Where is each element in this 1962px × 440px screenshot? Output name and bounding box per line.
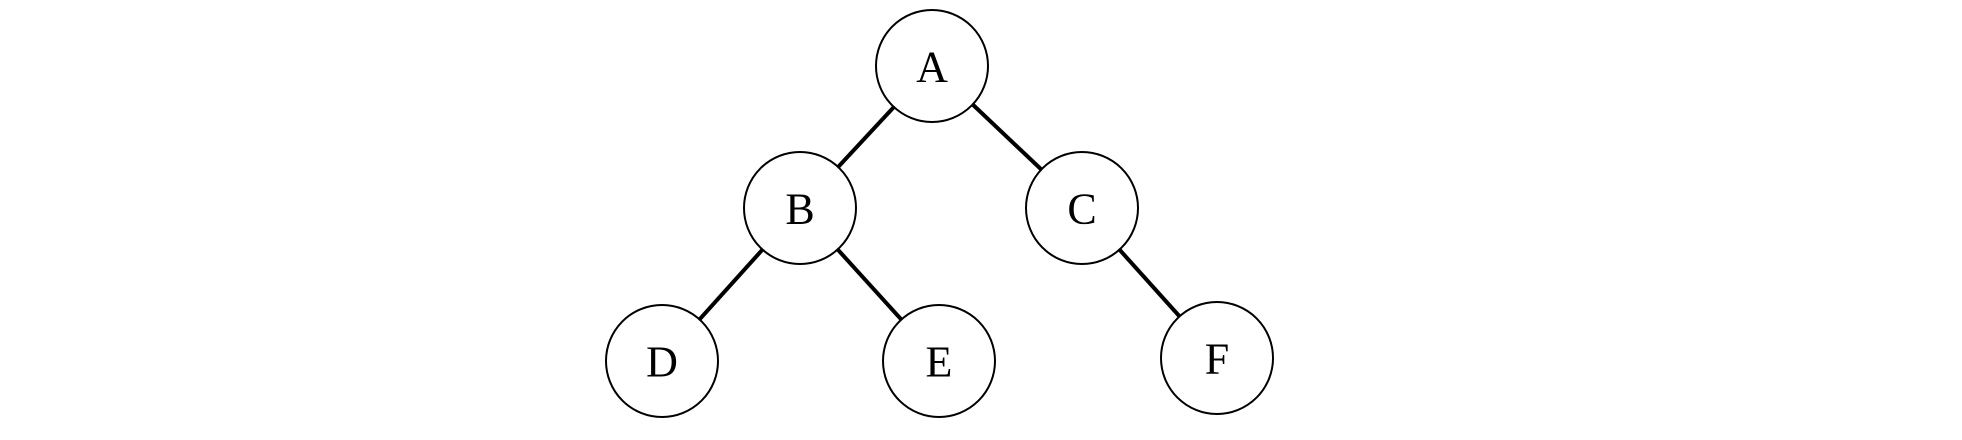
tree-node-c[interactable]: C [1025, 151, 1139, 265]
tree-node-e[interactable]: E [882, 304, 996, 418]
node-layer: A B C D E F [605, 9, 1274, 418]
node-circle-f [1160, 301, 1274, 415]
tree-edge-c-f [1117, 248, 1182, 318]
node-circle-a [875, 9, 989, 123]
node-circle-e [882, 304, 996, 418]
tree-edge-a-c [971, 103, 1043, 171]
tree-node-f[interactable]: F [1160, 301, 1274, 415]
edge-layer [698, 103, 1182, 321]
node-circle-b [743, 151, 857, 265]
node-label-f: F [1205, 335, 1229, 384]
node-label-c: C [1067, 185, 1096, 234]
node-label-e: E [926, 338, 953, 387]
node-label-d: D [646, 338, 678, 387]
tree-edge-b-e [836, 248, 903, 321]
node-circle-c [1025, 151, 1139, 265]
node-circle-d [605, 304, 719, 418]
tree-node-b[interactable]: B [743, 151, 857, 265]
tree-edge-b-d [698, 248, 764, 321]
tree-edge-a-b [836, 105, 896, 169]
tree-node-d[interactable]: D [605, 304, 719, 418]
node-label-b: B [785, 185, 814, 234]
tree-node-a[interactable]: A [875, 9, 989, 123]
node-label-a: A [916, 43, 948, 92]
